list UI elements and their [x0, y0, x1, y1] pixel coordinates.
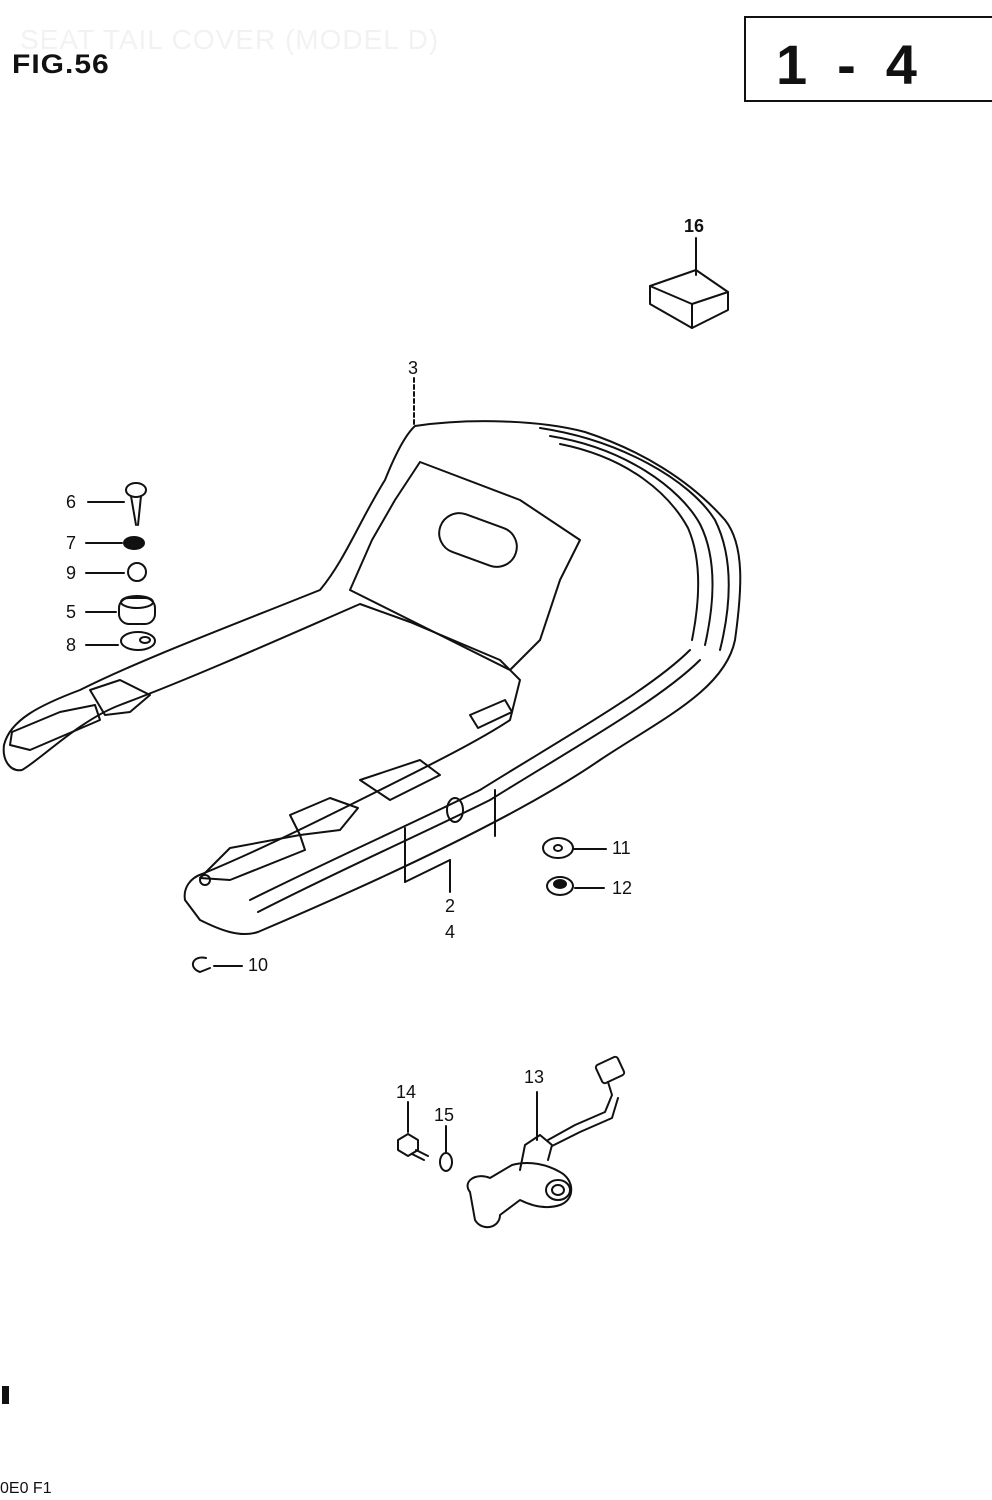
callout-9: 9: [66, 563, 77, 583]
footer-code: 0E0 F1: [0, 1480, 52, 1497]
page-code-box: 1-4: [744, 16, 992, 102]
callout-11: 11: [612, 838, 631, 858]
callout-10: 10: [248, 955, 269, 975]
callout-4: 4: [445, 922, 456, 942]
callout-14: 14: [396, 1082, 417, 1102]
part-6-screw: [87, 482, 147, 526]
part-9-cap: [85, 562, 147, 582]
callout-16: 16: [684, 216, 705, 236]
part-5-cushion: [85, 595, 156, 625]
part-7-nut: [85, 536, 145, 550]
callout-6: 6: [66, 492, 77, 512]
part-11-washer: [542, 837, 607, 859]
figure-title-faint: SEAT TAIL COVER (MODEL D): [20, 24, 440, 55]
callout-7: 7: [66, 533, 77, 553]
callout-13: 13: [524, 1067, 545, 1087]
part-8-washer: [85, 631, 156, 651]
part-12-nut: [546, 876, 605, 896]
part-15-nut: [439, 1125, 453, 1172]
page-code: 1-4: [776, 33, 947, 96]
callout-5: 5: [66, 602, 77, 622]
callout-8: 8: [66, 635, 77, 655]
callout-12: 12: [612, 878, 633, 898]
scan-mark: [2, 1386, 9, 1404]
part-14-bolt: [397, 1101, 429, 1161]
part-10-clip: [191, 956, 243, 973]
callout-2: 2: [445, 896, 456, 916]
callout-3: 3: [408, 358, 419, 378]
part-2-4-bracket: [404, 789, 496, 893]
figure-label: FIG.56: [12, 49, 110, 80]
part-16-block: [649, 237, 729, 329]
callout-15: 15: [434, 1105, 455, 1125]
part-13-lock-assembly: [466, 1055, 626, 1229]
part-3-tail-cover: [2, 377, 742, 936]
